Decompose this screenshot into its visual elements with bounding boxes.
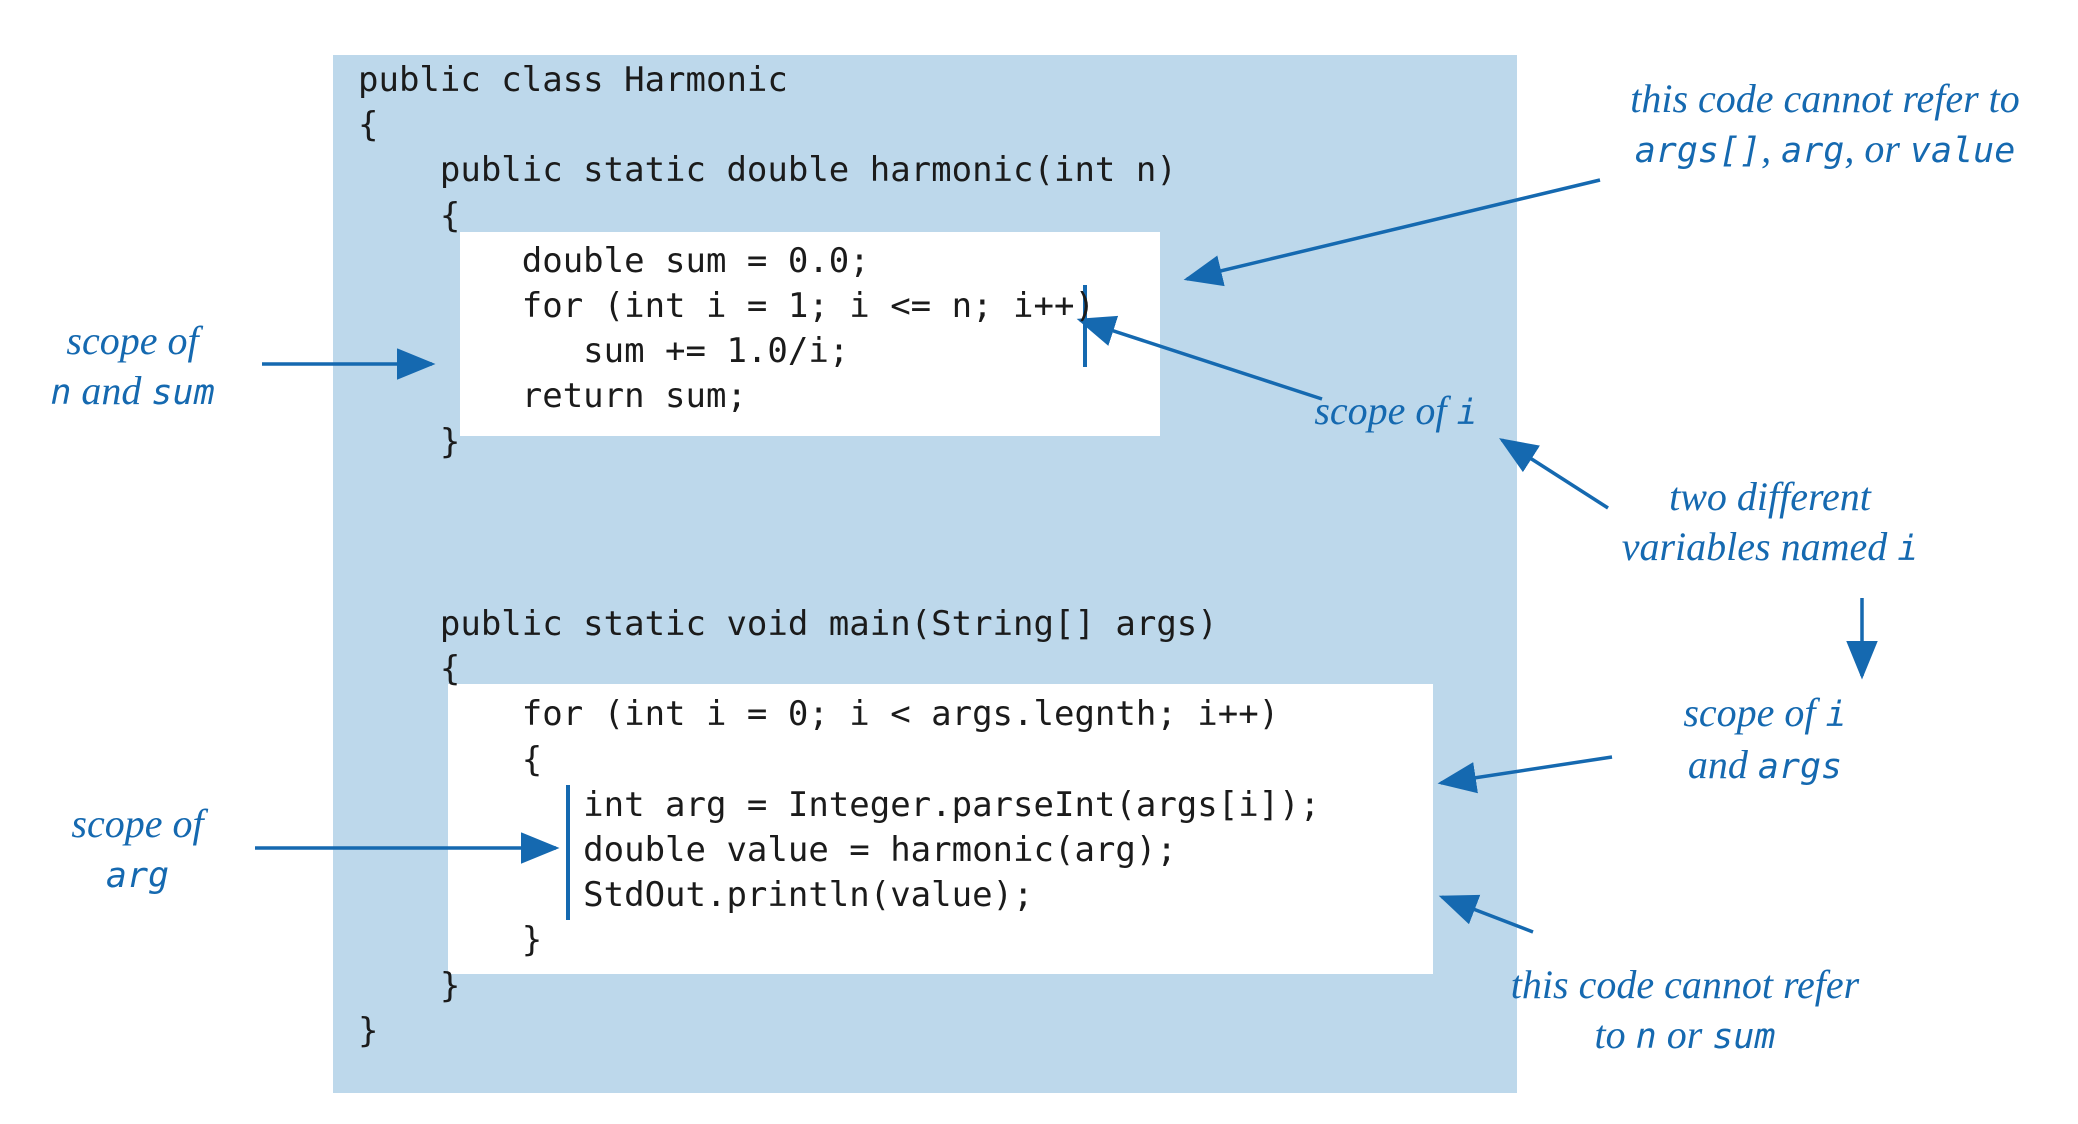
code-line: { bbox=[358, 195, 461, 236]
annotation-line: scope of bbox=[20, 316, 245, 366]
code-line: for (int i = 1; i <= n; i++) bbox=[358, 285, 1095, 326]
code-line: for (int i = 0; i < args.legnth; i++) bbox=[358, 694, 1280, 735]
annotation-text: , or bbox=[1844, 126, 1910, 171]
annotation-text: , bbox=[1761, 126, 1782, 171]
annotation-text: this code cannot refer bbox=[1510, 962, 1860, 1007]
annotation-code-term: i bbox=[1456, 393, 1478, 433]
code-line: return sum; bbox=[358, 376, 747, 417]
annotation-line: n and sum bbox=[20, 366, 245, 418]
annotation-code-term: i bbox=[1897, 529, 1919, 569]
code-line: } bbox=[358, 920, 543, 961]
code-line: double sum = 0.0; bbox=[358, 240, 870, 281]
code-line: public static double harmonic(int n) bbox=[358, 150, 1177, 191]
annotation-line: and args bbox=[1590, 740, 1940, 792]
code-line: sum += 1.0/i; bbox=[358, 331, 850, 372]
annotation-line: scope of i bbox=[1590, 688, 1940, 740]
annotation-scope-arg: scope of arg bbox=[25, 799, 250, 901]
annotation-text: two different bbox=[1669, 474, 1871, 519]
annotation-line: two different bbox=[1560, 472, 1980, 522]
annotation-text: scope of bbox=[1683, 690, 1826, 735]
annotation-scope-i-harmonic: scope of i bbox=[1290, 386, 1502, 438]
annotation-text: and bbox=[71, 368, 152, 413]
annotation-line: this code cannot refer to bbox=[1570, 74, 2078, 124]
code-line: } bbox=[358, 1010, 379, 1051]
code-line: public class Harmonic bbox=[358, 60, 788, 100]
annotation-text: or bbox=[1656, 1012, 1713, 1057]
harmonic-method-scope-box bbox=[460, 232, 1160, 436]
main-method-scope-box bbox=[448, 684, 1433, 974]
harmonic-code-block: public class Harmonic { public static dou… bbox=[358, 58, 1177, 465]
annotation-text: this code cannot refer to bbox=[1630, 76, 2020, 121]
annotation-text: variables named bbox=[1621, 524, 1898, 569]
annotation-code-term: i bbox=[1825, 695, 1847, 735]
main-code-block: public static void main(String[] args) {… bbox=[358, 602, 1320, 1054]
annotation-text: and bbox=[1687, 742, 1758, 787]
code-line: StdOut.println(value); bbox=[358, 875, 1034, 916]
annotation-text: scope of bbox=[71, 801, 204, 846]
annotation-code-term: value bbox=[1909, 131, 2016, 171]
code-line: double value = harmonic(arg); bbox=[358, 829, 1177, 870]
annotation-code-term: sum bbox=[151, 373, 215, 413]
annotation-text: to bbox=[1594, 1012, 1636, 1057]
code-line: } bbox=[358, 965, 461, 1006]
code-line: { bbox=[358, 739, 543, 780]
annotation-line: args[], arg, or value bbox=[1570, 124, 2078, 176]
code-line: { bbox=[358, 105, 379, 146]
code-line: int arg = Integer.parseInt(args[i]); bbox=[358, 784, 1321, 825]
code-line: public static void main(String[] args) bbox=[358, 604, 1218, 644]
annotation-line: this code cannot refer bbox=[1480, 960, 1890, 1010]
annotation-line: to n or sum bbox=[1480, 1010, 1890, 1062]
annotation-code-term: args[] bbox=[1634, 131, 1762, 171]
annotation-line: variables named i bbox=[1560, 522, 1980, 574]
annotation-line: arg bbox=[25, 849, 250, 901]
annotation-line: scope of i bbox=[1290, 386, 1502, 438]
annotation-text: scope of bbox=[66, 318, 199, 363]
code-line: { bbox=[358, 649, 461, 690]
annotation-code-term: args bbox=[1757, 747, 1843, 787]
annotation-code-term: n bbox=[1635, 1017, 1657, 1057]
annotation-code-term: n bbox=[50, 373, 72, 413]
annotation-code-term: arg bbox=[1781, 131, 1845, 171]
code-line: } bbox=[358, 421, 461, 462]
annotation-code-term: sum bbox=[1712, 1017, 1776, 1057]
annotation-text: scope of bbox=[1314, 388, 1457, 433]
annotation-line: scope of bbox=[25, 799, 250, 849]
annotation-code-term: arg bbox=[105, 856, 170, 896]
